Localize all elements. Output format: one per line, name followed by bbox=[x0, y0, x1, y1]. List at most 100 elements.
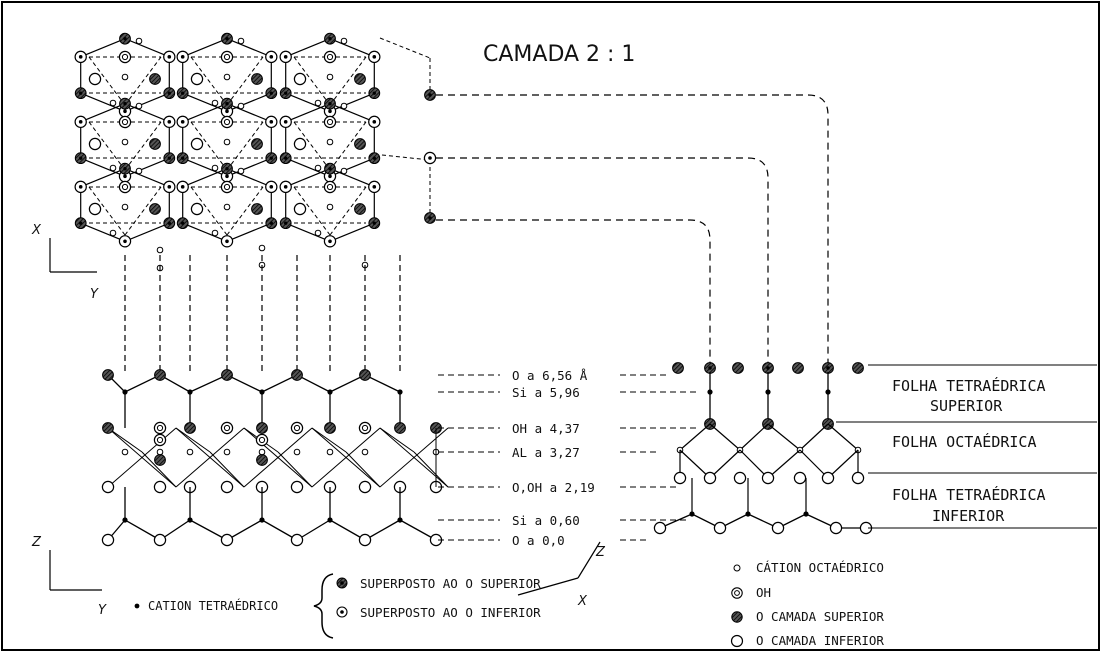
open-atom bbox=[88, 202, 102, 216]
hatched-atom bbox=[354, 73, 366, 85]
small-atom bbox=[109, 164, 117, 172]
opendot-atom bbox=[163, 180, 176, 194]
bond-line bbox=[124, 56, 162, 106]
small-atom bbox=[314, 164, 322, 172]
oh-atom bbox=[323, 180, 337, 194]
bond-line bbox=[399, 519, 437, 541]
opendot-atom bbox=[163, 50, 176, 64]
opendot-atom bbox=[368, 180, 381, 194]
hatchdot-atom bbox=[265, 87, 278, 100]
bond-line bbox=[311, 427, 381, 488]
small-atom bbox=[223, 138, 231, 146]
opendot-atom bbox=[163, 115, 176, 129]
open-atom bbox=[733, 471, 747, 485]
hatchdot-atom bbox=[424, 212, 436, 224]
bond-line bbox=[175, 427, 211, 453]
hatchdot-atom bbox=[221, 162, 233, 175]
level-label: AL a 3,27 bbox=[512, 445, 580, 460]
bond-line bbox=[226, 519, 263, 541]
hatchdot-atom bbox=[119, 162, 131, 175]
bond-line bbox=[80, 168, 126, 188]
level-label: Si a 0,60 bbox=[512, 513, 580, 528]
bond-line bbox=[189, 519, 228, 541]
open-atom bbox=[101, 480, 115, 494]
open-atom bbox=[293, 137, 307, 151]
hatchdot-atom bbox=[424, 89, 436, 101]
open-atom bbox=[653, 521, 667, 535]
bond-line bbox=[285, 103, 331, 123]
projection-curve bbox=[436, 157, 769, 368]
axis-y2-label: Y bbox=[98, 603, 107, 618]
hatchdot-atom bbox=[762, 362, 774, 374]
opendot-atom bbox=[279, 180, 292, 194]
small-atom bbox=[326, 73, 334, 81]
axis-x2-label: X bbox=[577, 594, 588, 609]
bond-line bbox=[827, 449, 859, 479]
hatched-atom bbox=[256, 422, 268, 434]
hatchdot-atom bbox=[368, 87, 381, 100]
top-axes: X Y bbox=[31, 223, 99, 302]
dot-atom bbox=[122, 517, 128, 523]
open-atom bbox=[153, 480, 167, 494]
bond-line bbox=[182, 103, 228, 123]
small-atom bbox=[258, 244, 266, 252]
sheet-middle: FOLHA OCTAÉDRICA bbox=[892, 432, 1037, 451]
hatched-atom bbox=[672, 362, 684, 374]
hatched-atom bbox=[149, 73, 161, 85]
symbol-legend: CÁTION OCTAÉDRICO OH O CAMADA SUPERIOR O… bbox=[730, 560, 884, 648]
bond-line bbox=[80, 38, 126, 58]
oh-atom bbox=[153, 433, 167, 447]
level-label: Si a 5,96 bbox=[512, 385, 580, 400]
bond-line bbox=[679, 423, 711, 451]
bond-line bbox=[80, 92, 126, 112]
bond-line bbox=[329, 38, 375, 58]
hatchdot-atom bbox=[163, 152, 176, 165]
bond-line bbox=[190, 56, 228, 106]
small-atom bbox=[156, 246, 164, 254]
small-atom bbox=[121, 73, 129, 81]
oh-atom bbox=[220, 421, 234, 435]
open-atom bbox=[358, 480, 372, 494]
bond-line bbox=[124, 186, 162, 236]
bond-line bbox=[124, 168, 170, 188]
axis-z-label: Z bbox=[31, 535, 42, 550]
small-atom bbox=[326, 203, 334, 211]
opendot-atom bbox=[323, 235, 337, 248]
small-atom bbox=[223, 73, 231, 81]
small-atom bbox=[223, 448, 231, 456]
hatchdot-atom bbox=[176, 87, 189, 100]
small-atom bbox=[258, 448, 266, 456]
opendot-atom bbox=[423, 151, 437, 165]
bond-line bbox=[381, 154, 431, 161]
legend-o-lower: O CAMADA INFERIOR bbox=[756, 633, 884, 648]
hatchdot-atom bbox=[279, 152, 292, 165]
bond-line bbox=[209, 451, 245, 488]
open-atom bbox=[761, 471, 775, 485]
bond-line bbox=[799, 423, 829, 451]
open-atom bbox=[293, 72, 307, 86]
hatched-atom bbox=[792, 362, 804, 374]
bond-line bbox=[243, 427, 313, 488]
opendot-atom bbox=[368, 50, 381, 64]
bond-line bbox=[124, 374, 161, 393]
opendot-atom bbox=[220, 235, 234, 248]
bond-line bbox=[80, 103, 126, 123]
opendot-atom bbox=[279, 115, 292, 129]
bond-line bbox=[182, 92, 228, 112]
hatchdot-atom bbox=[368, 217, 381, 230]
bond-line bbox=[364, 519, 401, 541]
hatchdot-atom bbox=[324, 32, 336, 45]
hatched-atom bbox=[149, 203, 161, 215]
legend-oh: OH bbox=[756, 585, 771, 600]
small-atom bbox=[237, 167, 245, 175]
hatchdot-atom bbox=[265, 217, 278, 230]
axis-y-label: Y bbox=[90, 287, 99, 302]
bond-line bbox=[124, 121, 162, 171]
bond-line bbox=[296, 374, 331, 393]
bond-line bbox=[329, 374, 366, 393]
opendot-atom bbox=[74, 180, 87, 194]
bond-line bbox=[226, 222, 272, 242]
bond-line bbox=[329, 103, 375, 123]
